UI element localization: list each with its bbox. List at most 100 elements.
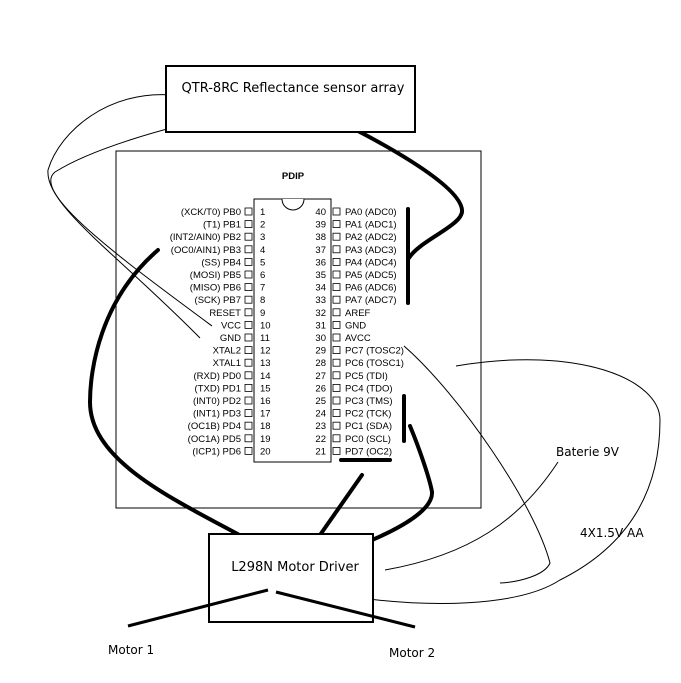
wire-sensor-data [311,107,464,260]
pin-3-pad [244,232,253,241]
pin-10: VCC 10 [221,320,271,331]
pin-2-label: (T1) PB1 [203,220,241,231]
pin-28: 28 PC6 (TOSC1) [315,358,404,369]
pin-22-pad [332,434,341,443]
pin-24: 24 PC2 (TCK) [315,409,391,420]
pin-8-pad [244,295,253,304]
pin-1-pad [244,207,253,216]
pin-12-label: XTAL2 [213,346,241,357]
pin-5-number: 5 [260,257,265,268]
pin-4: (OC0/AIN1) PB3 4 [171,245,266,256]
pin-38-number: 38 [315,232,326,243]
battery-aa-label: 4X1.5V AA [580,526,645,540]
pin-39-number: 39 [315,220,326,231]
wire-avcc [403,345,551,584]
pin-32-pad [332,308,341,317]
pin-21-pad [332,446,341,455]
pin-31-pad [332,320,341,329]
pin-19-number: 19 [260,434,271,445]
wire-motor2 [275,590,416,629]
pin-1-number: 1 [260,207,265,218]
pin-4-label: (OC0/AIN1) PB3 [171,245,241,256]
pin-10-number: 10 [260,320,271,331]
pin-20-pad [244,446,253,455]
sensor-box [165,65,416,133]
pin-34-pad [332,283,341,292]
pin-7-label: (MISO) PB6 [190,283,241,294]
pin-26-number: 26 [315,383,326,394]
pin-31-label: GND [345,320,366,331]
wire-sensor-vcc [50,111,241,327]
pin-16: (INT0) PD2 16 [193,396,271,407]
pin-37-label: PA3 (ADC3) [345,245,397,256]
pin-38-pad [332,232,341,241]
pin-15-label: (TXD) PD1 [195,383,241,394]
pin-13-label: XTAL1 [213,358,241,369]
pin-28-number: 28 [315,358,326,369]
pin-18-number: 18 [260,421,271,432]
pin-39: 39 PA1 (ADC1) [315,220,396,231]
wire-9v-battery [384,461,559,571]
pin-16-label: (INT0) PD2 [193,396,241,407]
pin-25-label: PC3 (TMS) [345,396,393,407]
pin-29-pad [332,346,341,355]
pin-33-number: 33 [315,295,326,306]
pin-5-pad [244,257,253,266]
pin-28-label: PC6 (TOSC1) [345,358,404,369]
pin-24-number: 24 [315,409,326,420]
sensor-label: QTR-8RC Reflectance sensor array [182,81,405,96]
pin-7-pad [244,283,253,292]
pin-6-label: (MOSI) PB5 [190,270,241,281]
pin-12-number: 12 [260,346,271,357]
pin-3-label: (INT2/AIN0) PB2 [170,232,241,243]
pin-4-number: 4 [260,245,265,256]
pin-16-number: 16 [260,396,271,407]
pin-9-number: 9 [260,308,265,319]
pin-39-label: PA1 (ADC1) [345,220,397,231]
pin-23-pad [332,421,341,430]
pin-2-pad [244,220,253,229]
pin-6-number: 6 [260,270,265,281]
wire-pd7-driver [318,473,364,537]
wire-pb3-driver [88,248,277,557]
pin-26-label: PC4 (TDO) [345,383,393,394]
pin-37-pad [332,245,341,254]
pin-10-pad [244,320,253,329]
motor-driver-label: L298N Motor Driver [231,560,359,575]
pin-29-label: PC7 (TOSC2) [345,346,404,357]
pin-18-label: (OC1B) PD4 [188,421,241,432]
pin-8-label: (SCK) PB7 [195,295,241,306]
pin-24-label: PC2 (TCK) [345,409,391,420]
pin-32-number: 32 [315,308,326,319]
pin-4-pad [244,245,253,254]
pin-18-pad [244,421,253,430]
pin-14-pad [244,371,253,380]
pin-37-number: 37 [315,245,326,256]
pin-29-number: 29 [315,346,326,357]
pin-17-label: (INT1) PD3 [193,409,241,420]
pin-8: (SCK) PB7 8 [195,295,266,306]
pin-36-pad [332,257,341,266]
pin-39-pad [332,220,341,229]
pin-25-number: 25 [315,396,326,407]
pin-10-label: VCC [221,320,241,331]
pin-33-pad [332,295,341,304]
pin-8-number: 8 [260,295,265,306]
wire-pc-driver [370,424,435,542]
pin-36-label: PA4 (ADC4) [345,257,397,268]
pin-14-label: (RXD) PD0 [193,371,241,382]
